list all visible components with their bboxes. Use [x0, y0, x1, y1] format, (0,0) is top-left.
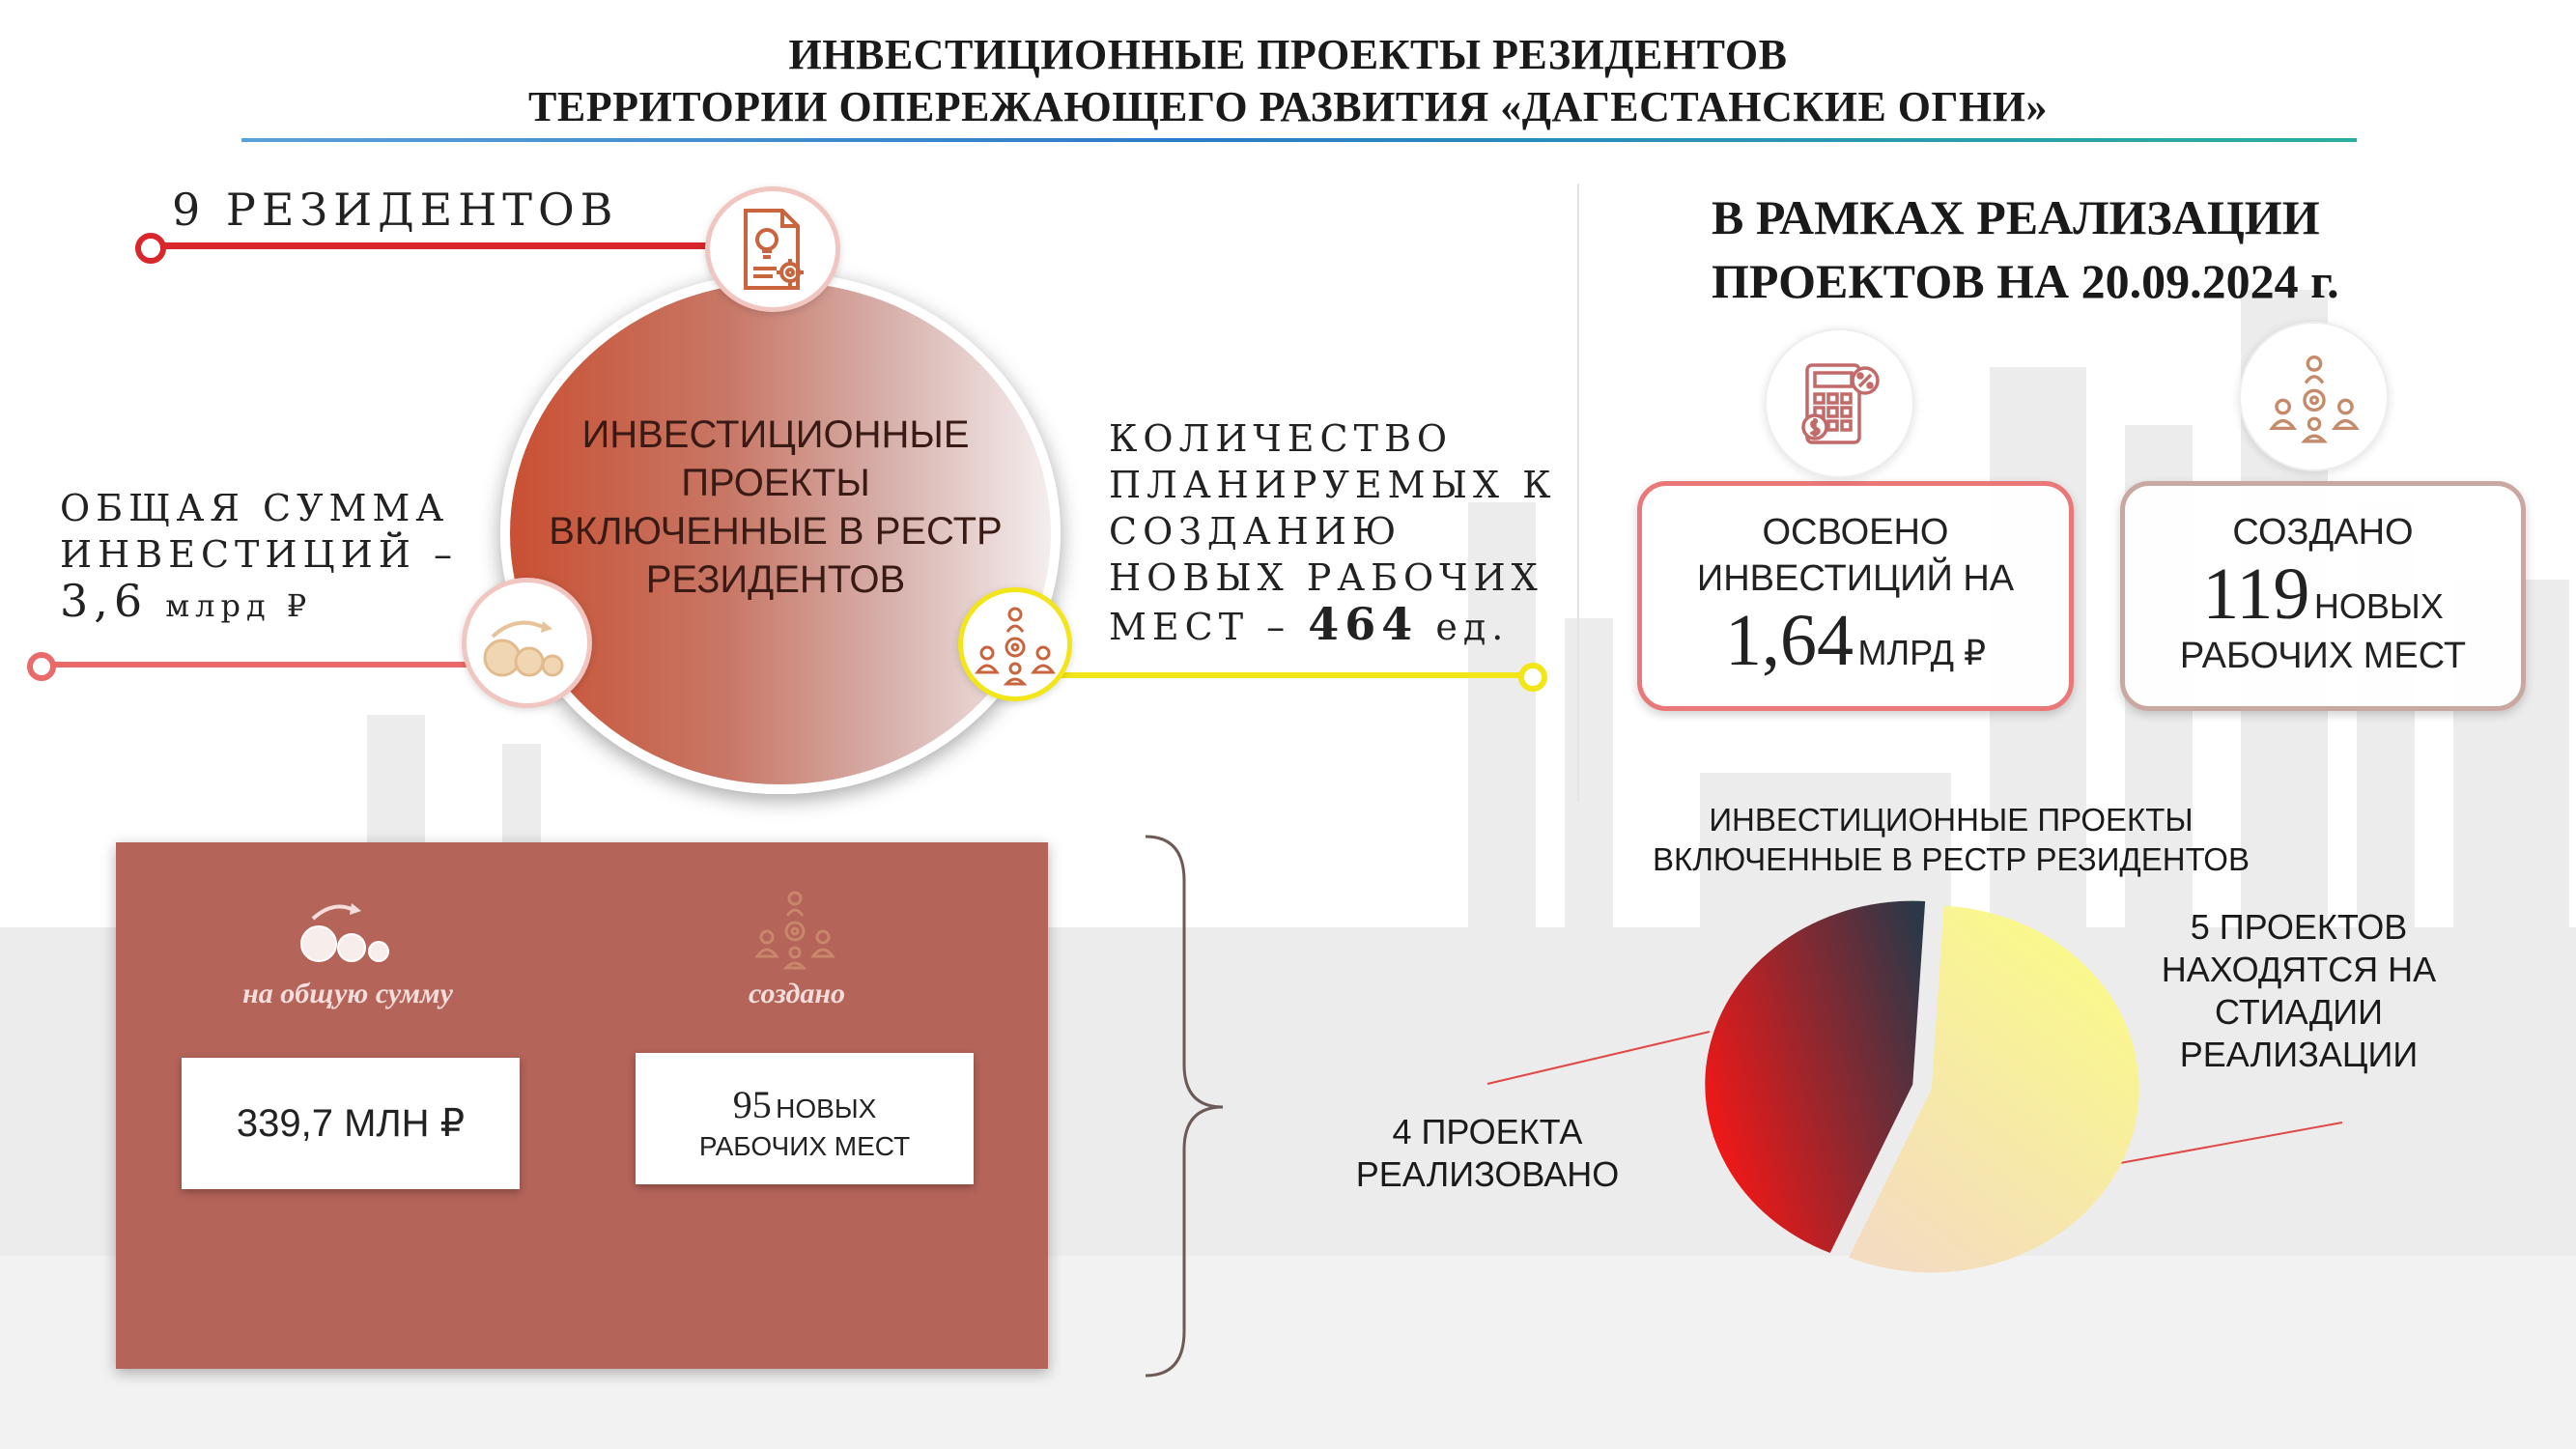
invested-amount-card: ОСВОЕНО ИНВЕСТИЦИЙ НА 1,64 МЛРД ₽	[1637, 481, 2074, 711]
label5-line-3: СТИАДИИ	[2214, 992, 2383, 1032]
circle-line-1: ИНВЕСТИЦИОННЫЕ	[581, 413, 970, 456]
created-line-3: РАБОЧИХ МЕСТ	[2179, 636, 2467, 676]
pie-label-completed: 4 ПРОЕКТА РЕАЛИЗОВАНО	[1343, 1111, 1632, 1196]
invested-value: 1,64	[1725, 600, 1854, 681]
invested-line-1: ОСВОЕНО	[1762, 512, 1949, 553]
title-line-2: ТЕРРИТОРИИ ОПЕРЕЖАЮЩЕГО РАЗВИТИЯ «ДАГЕСТ…	[528, 83, 2048, 130]
panel-jobs-value: 95	[732, 1083, 772, 1126]
planned-jobs-label: КОЛИЧЕСТВО ПЛАНИРУЕМЫХ К СОЗДАНИЮ НОВЫХ …	[1109, 415, 1557, 650]
pie-title-line-1: ИНВЕСТИЦИОННЫЕ ПРОЕКТЫ	[1709, 802, 2194, 838]
created-line-1: СОЗДАНО	[2232, 512, 2414, 553]
label5-line-2: НАХОДЯТСЯ НА	[2161, 950, 2437, 989]
calculator-percent-icon	[1765, 328, 1914, 478]
created-value: 119	[2202, 554, 2310, 635]
curly-brace	[1145, 835, 1224, 1378]
jobs-unit: ед.	[1435, 606, 1510, 648]
jobs-line-3: СОЗДАНИЮ	[1109, 510, 1402, 553]
jobs-connector-dot	[1518, 663, 1547, 692]
pie-slice-completed	[1705, 900, 1926, 1253]
team-gear-icon	[958, 587, 1072, 701]
invested-line-2: ИНВЕСТИЦИЙ НА	[1696, 558, 2015, 599]
created-unit: НОВЫХ	[2313, 586, 2444, 626]
panel-jobs-row: 95 НОВЫХ	[636, 1082, 974, 1127]
status-heading-line-2: ПРОЕКТОВ НА 20.09.2024 г.	[1712, 254, 2339, 308]
panel-sum-value: 339,7 МЛН ₽	[182, 1058, 520, 1189]
circle-line-4: РЕЗИДЕНТОВ	[645, 558, 906, 601]
sum-connector-dot	[27, 652, 56, 681]
sum-connector-line	[37, 662, 578, 668]
coins-growth-icon	[290, 894, 415, 976]
invested-value-row: 1,64 МЛРД ₽	[1642, 602, 2069, 679]
sum-value: 3,6	[60, 575, 149, 627]
coins-growth-icon	[462, 578, 592, 708]
projects-pie-chart	[1705, 900, 2139, 1273]
jobs-prefix: МЕСТ –	[1109, 606, 1291, 648]
jobs-line-4: НОВЫХ РАБОЧИХ	[1109, 556, 1543, 599]
jobs-line-1: КОЛИЧЕСТВО	[1109, 417, 1454, 460]
pie-title-line-2: ВКЛЮЧЕННЫЕ В РЕСТР РЕЗИДЕНТОВ	[1653, 841, 2250, 877]
created-value-row: 119 НОВЫХ	[2125, 555, 2521, 633]
team-gear-icon	[2239, 322, 2389, 471]
label5-line-1: 5 ПРОЕКТОВ	[2190, 907, 2408, 947]
jobs-value: 464	[1308, 598, 1419, 650]
sum-line-2: ИНВЕСТИЦИЙ –	[60, 533, 458, 576]
sum-value-row: 3,6 млрд ₽	[60, 578, 458, 629]
residents-connector-dot	[135, 233, 166, 264]
total-investment-label: ОБЩАЯ СУММА ИНВЕСТИЦИЙ – 3,6 млрд ₽	[60, 485, 458, 629]
label4-line-1: 4 ПРОЕКТА	[1392, 1112, 1583, 1151]
residents-connector-line	[145, 242, 724, 249]
projects-circle-text: ИНВЕСТИЦИОННЫЕ ПРОЕКТЫ ВКЛЮЧЕННЫЕ В РЕСТ…	[510, 411, 1041, 604]
panel-jobs-box: 95 НОВЫХ РАБОЧИХ МЕСТ	[636, 1053, 974, 1184]
sum-line-1: ОБЩАЯ СУММА	[60, 487, 450, 529]
title-line-1: ИНВЕСТИЦИОННЫЕ ПРОЕКТЫ РЕЗИДЕНТОВ	[788, 31, 1788, 78]
status-heading-line-1: В РАМКАХ РЕАЛИЗАЦИИ	[1712, 190, 2320, 244]
page-title: ИНВЕСТИЦИОННЫЕ ПРОЕКТЫ РЕЗИДЕНТОВ ТЕРРИТ…	[0, 29, 2576, 133]
label4-line-2: РЕАЛИЗОВАНО	[1355, 1154, 1620, 1194]
vertical-divider	[1577, 184, 1579, 802]
panel-jobs-unit: НОВЫХ	[776, 1094, 877, 1123]
jobs-line-2: ПЛАНИРУЕМЫХ К	[1109, 464, 1557, 506]
created-jobs-card: СОЗДАНО 119 НОВЫХ РАБОЧИХ МЕСТ	[2120, 481, 2526, 711]
title-underline	[241, 138, 2357, 142]
residents-count: 9 РЕЗИДЕНТОВ	[172, 184, 619, 236]
panel-caption-sum: на общую сумму	[242, 978, 453, 1009]
invested-unit: МЛРД ₽	[1857, 633, 1986, 672]
label5-line-4: РЕАЛИЗАЦИИ	[2179, 1035, 2419, 1074]
document-lightbulb-gear-icon	[705, 186, 840, 312]
jobs-value-row: МЕСТ – 464 ед.	[1109, 601, 1557, 650]
pie-label-in-progress: 5 ПРОЕКТОВ НАХОДЯТСЯ НА СТИАДИИ РЕАЛИЗАЦ…	[2139, 906, 2458, 1076]
team-gear-icon	[749, 887, 841, 975]
status-heading: В РАМКАХ РЕАЛИЗАЦИИ ПРОЕКТОВ НА 20.09.20…	[1712, 185, 2339, 313]
jobs-connector-line	[1043, 672, 1536, 678]
circle-line-3: ВКЛЮЧЕННЫЕ В РЕСТР	[549, 510, 1003, 553]
sum-unit: млрд ₽	[165, 587, 313, 624]
pie-title: ИНВЕСТИЦИОННЫЕ ПРОЕКТЫ ВКЛЮЧЕННЫЕ В РЕСТ…	[1632, 800, 2270, 879]
projects-circle	[500, 272, 1061, 794]
panel-caption-created: создано	[748, 978, 846, 1009]
circle-line-2: ПРОЕКТЫ	[681, 462, 870, 504]
panel-jobs-line-2: РАБОЧИХ МЕСТ	[698, 1131, 911, 1161]
pie-slice-in-progress	[1849, 905, 2139, 1273]
